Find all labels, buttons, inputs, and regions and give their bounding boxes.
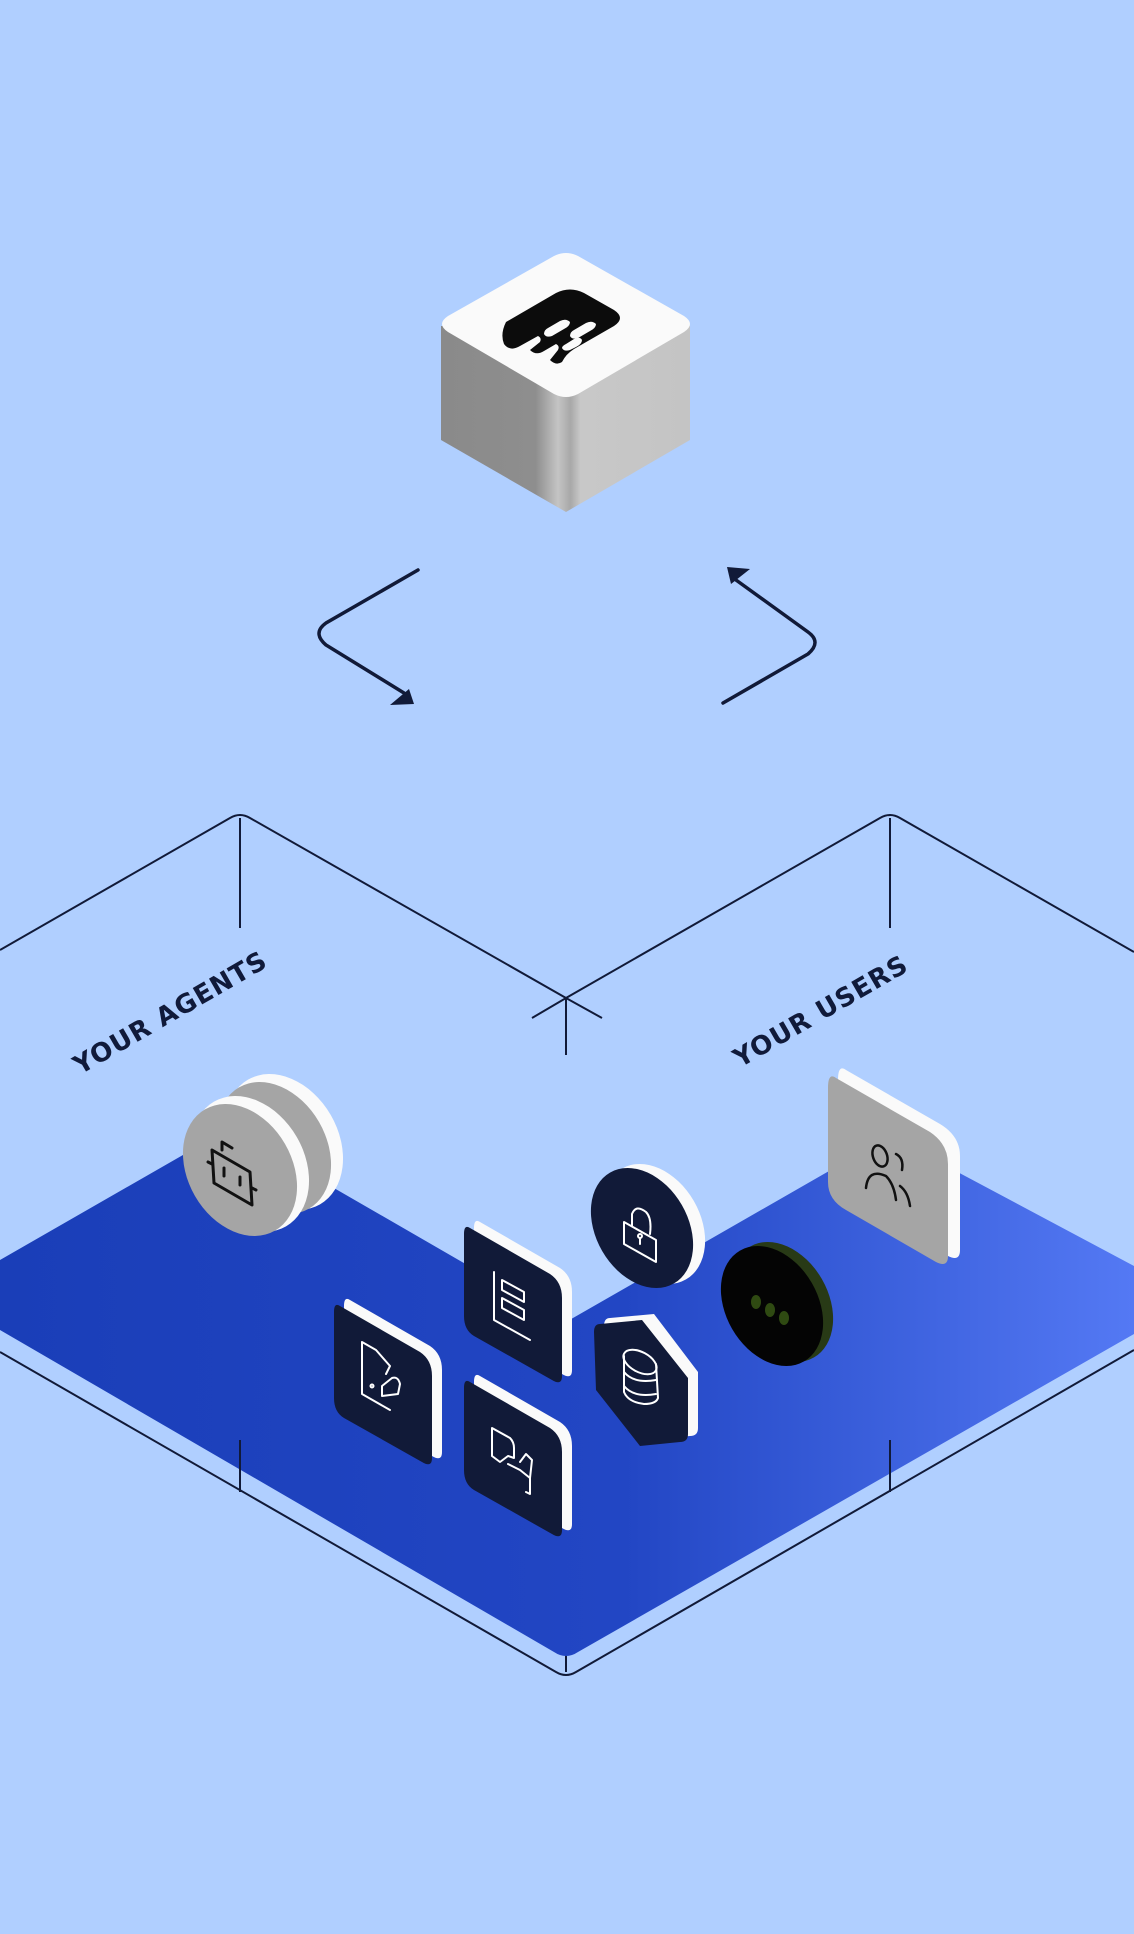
arrow-right <box>721 578 817 705</box>
layout-icon <box>493 1271 531 1341</box>
chat-icon <box>491 1427 533 1495</box>
wire-bottom <box>0 1349 1134 1676</box>
logo-icon <box>502 289 620 364</box>
arrow-left <box>317 568 420 695</box>
agent-coin[interactable] <box>160 1053 367 1257</box>
lock-coin[interactable] <box>570 1146 726 1307</box>
users-icon <box>864 1144 912 1208</box>
users-label: YOUR USERS <box>728 950 914 1075</box>
agents-label: YOUR AGENTS <box>68 946 273 1082</box>
document-tile[interactable] <box>334 1298 442 1465</box>
chat-tile[interactable] <box>464 1374 572 1537</box>
lock-icon <box>623 1207 657 1263</box>
typing-dots-icon <box>751 1295 789 1325</box>
logo-cube <box>441 253 690 512</box>
typing-coin[interactable] <box>700 1224 854 1385</box>
robot-icon <box>206 1140 258 1207</box>
wire-right-top <box>565 814 1134 999</box>
layout-tile[interactable] <box>464 1220 572 1383</box>
users-tile[interactable] <box>828 1068 960 1264</box>
platform <box>0 1128 1134 1656</box>
flow-arrows <box>317 567 817 705</box>
database-tile[interactable] <box>594 1314 698 1446</box>
arrow-right-head <box>727 567 750 584</box>
database-icon <box>622 1348 659 1405</box>
cube-sides <box>441 326 690 512</box>
wire-left-top <box>0 814 567 999</box>
wire-center-cross <box>531 996 603 1055</box>
arrow-left-head <box>390 689 414 705</box>
file-tag-icon <box>361 1341 401 1411</box>
